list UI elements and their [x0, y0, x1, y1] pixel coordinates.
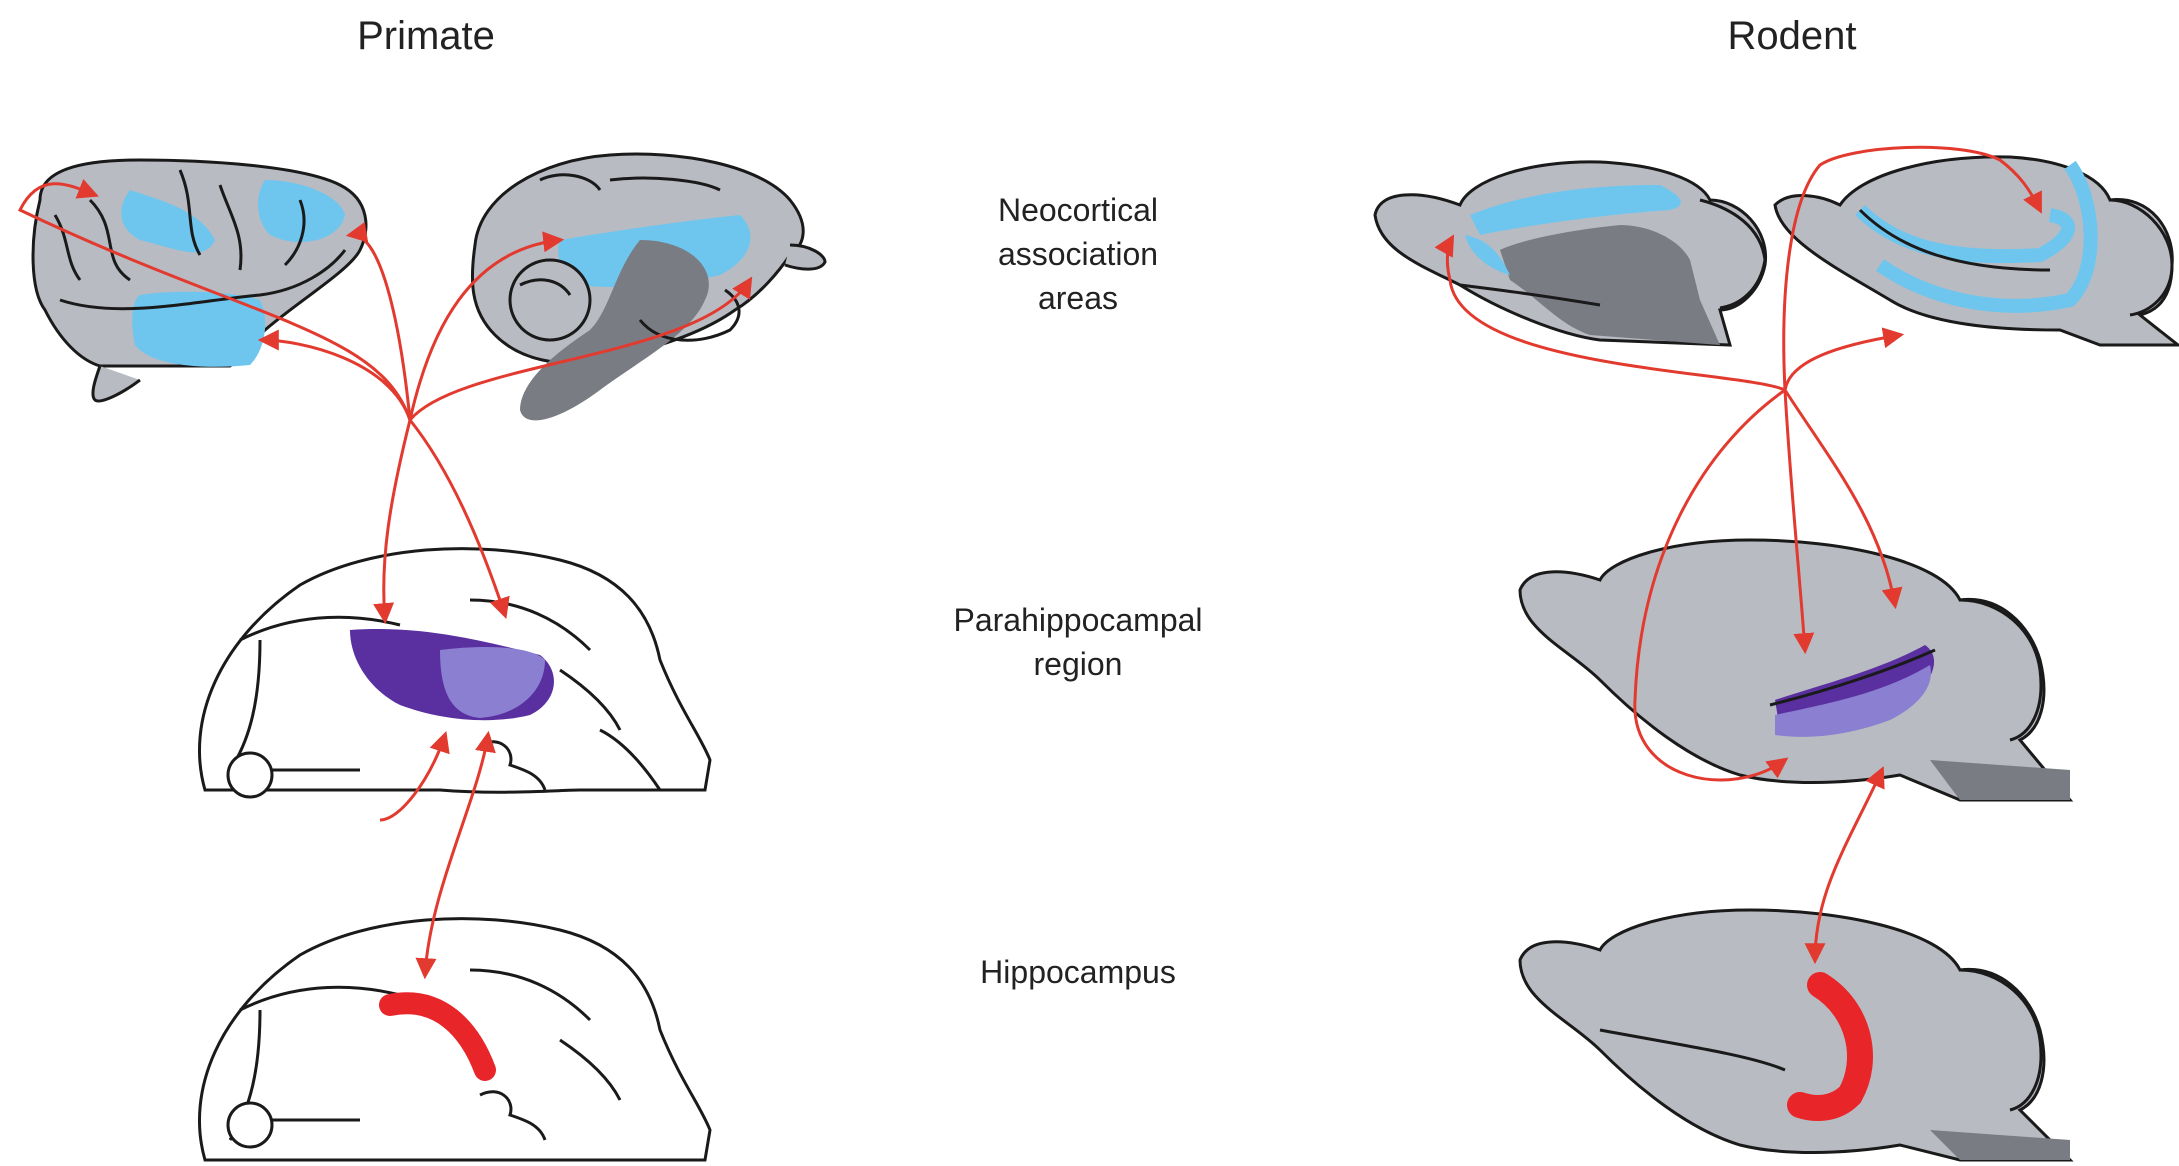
primate-hippocampus-brain	[199, 919, 710, 1160]
rodent-hippocampus-brain	[1520, 910, 2070, 1160]
rodent-parahippocampal-brain	[1520, 540, 2070, 800]
primate-parahippocampal-brain	[199, 549, 710, 797]
rodent-lateral-brain	[1375, 162, 1766, 345]
primate-medial-brain	[472, 154, 825, 420]
rodent-medial-brain	[1775, 157, 2178, 345]
primate-lateral-brain	[33, 160, 366, 401]
